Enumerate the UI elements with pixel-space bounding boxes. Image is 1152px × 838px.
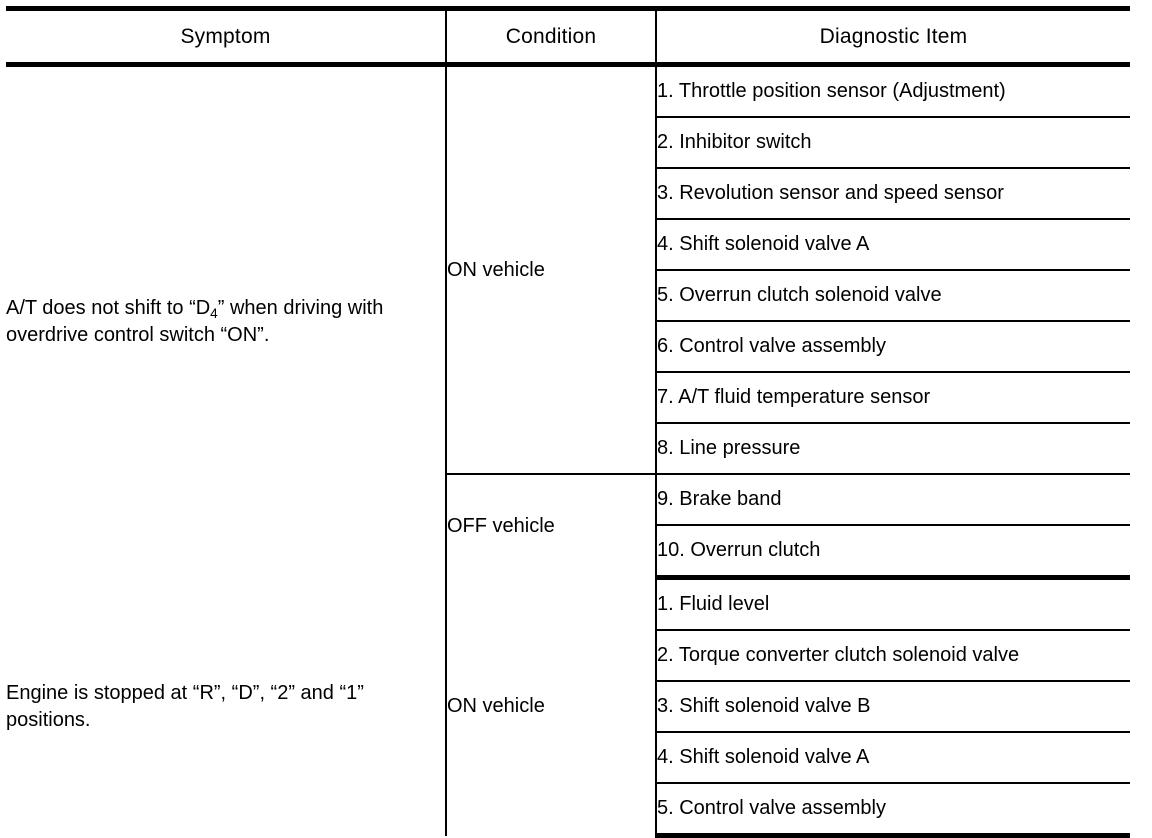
table-row: 3. Revolution sensor and speed sensor (6, 168, 1130, 220)
condition-cell-on-vehicle-1: ON vehicle (445, 64, 656, 474)
header-symptom: Symptom (6, 6, 446, 67)
symptom-cell-2: Engine is stopped at “R”, “D”, “2” and “… (6, 577, 446, 836)
diagnostic-item-cell: 2. Torque converter clutch solenoid valv… (655, 630, 1130, 682)
table-row: 4. Shift solenoid valve A (6, 219, 1130, 271)
diagnostic-item-cell: 7. A/T fluid temperature sensor (655, 372, 1130, 424)
diagnostic-item-cell: 1. Fluid level (655, 577, 1130, 631)
table-row: OFF vehicle 9. Brake band (6, 473, 1130, 578)
header-condition: Condition (445, 6, 656, 67)
diagnostic-item-cell: 4. Shift solenoid valve A (655, 219, 1130, 271)
diagnostic-item-cell: 5. Control valve assembly (655, 783, 1130, 838)
table-row: A/T does not shift to “D4” when driving … (6, 64, 1130, 578)
diagnostic-item-cell: 3. Shift solenoid valve B (655, 681, 1130, 733)
table-row: 4. Shift solenoid valve A (6, 732, 1130, 784)
diagnostic-item-cell: 4. Shift solenoid valve A (655, 732, 1130, 784)
table-row: 5. Overrun clutch solenoid valve (6, 270, 1130, 322)
document-page: Symptom Condition Diagnostic Item A/T do… (6, 6, 1130, 838)
header-row: Symptom Condition Diagnostic Item (6, 6, 1130, 67)
symptom-cell-1: A/T does not shift to “D4” when driving … (6, 64, 446, 578)
condition-cell-on-vehicle-2: ON vehicle (445, 577, 656, 836)
diagnostic-item-cell: 3. Revolution sensor and speed sensor (655, 168, 1130, 220)
diagnostic-item-cell: 8. Line pressure (655, 423, 1130, 475)
table-row: Engine is stopped at “R”, “D”, “2” and “… (6, 577, 1130, 836)
table-header: Symptom Condition Diagnostic Item (6, 6, 1130, 67)
diagnostic-item-cell: 10. Overrun clutch (655, 525, 1130, 580)
table-row: 8. Line pressure (6, 423, 1130, 475)
diagnostic-item-cell: 6. Control valve assembly (655, 321, 1130, 373)
table-row: 6. Control valve assembly (6, 321, 1130, 373)
symptom-text-1b: ” when driving with overdrive control sw… (6, 297, 384, 347)
condition-cell-off-vehicle-1: OFF vehicle (445, 473, 656, 578)
diagnostic-item-cell: 9. Brake band (655, 474, 1130, 526)
symptom-subscript-1: 4 (210, 306, 218, 322)
diagnostic-table: Symptom Condition Diagnostic Item A/T do… (6, 6, 1130, 838)
table-row: 2. Inhibitor switch (6, 117, 1130, 169)
diagnostic-item-cell: 1. Throttle position sensor (Adjustment) (655, 64, 1130, 118)
table-row: 10. Overrun clutch (6, 525, 1130, 580)
symptom-text-1a: A/T does not shift to “D (6, 297, 211, 320)
table-row: 7. A/T fluid temperature sensor (6, 372, 1130, 424)
header-diagnostic-item: Diagnostic Item (655, 6, 1130, 67)
table-row: 2. Torque converter clutch solenoid valv… (6, 630, 1130, 682)
diagnostic-item-cell: 2. Inhibitor switch (655, 117, 1130, 169)
table-body: A/T does not shift to “D4” when driving … (6, 64, 1130, 838)
diagnostic-item-cell: 5. Overrun clutch solenoid valve (655, 270, 1130, 322)
table-row: 3. Shift solenoid valve B (6, 681, 1130, 733)
